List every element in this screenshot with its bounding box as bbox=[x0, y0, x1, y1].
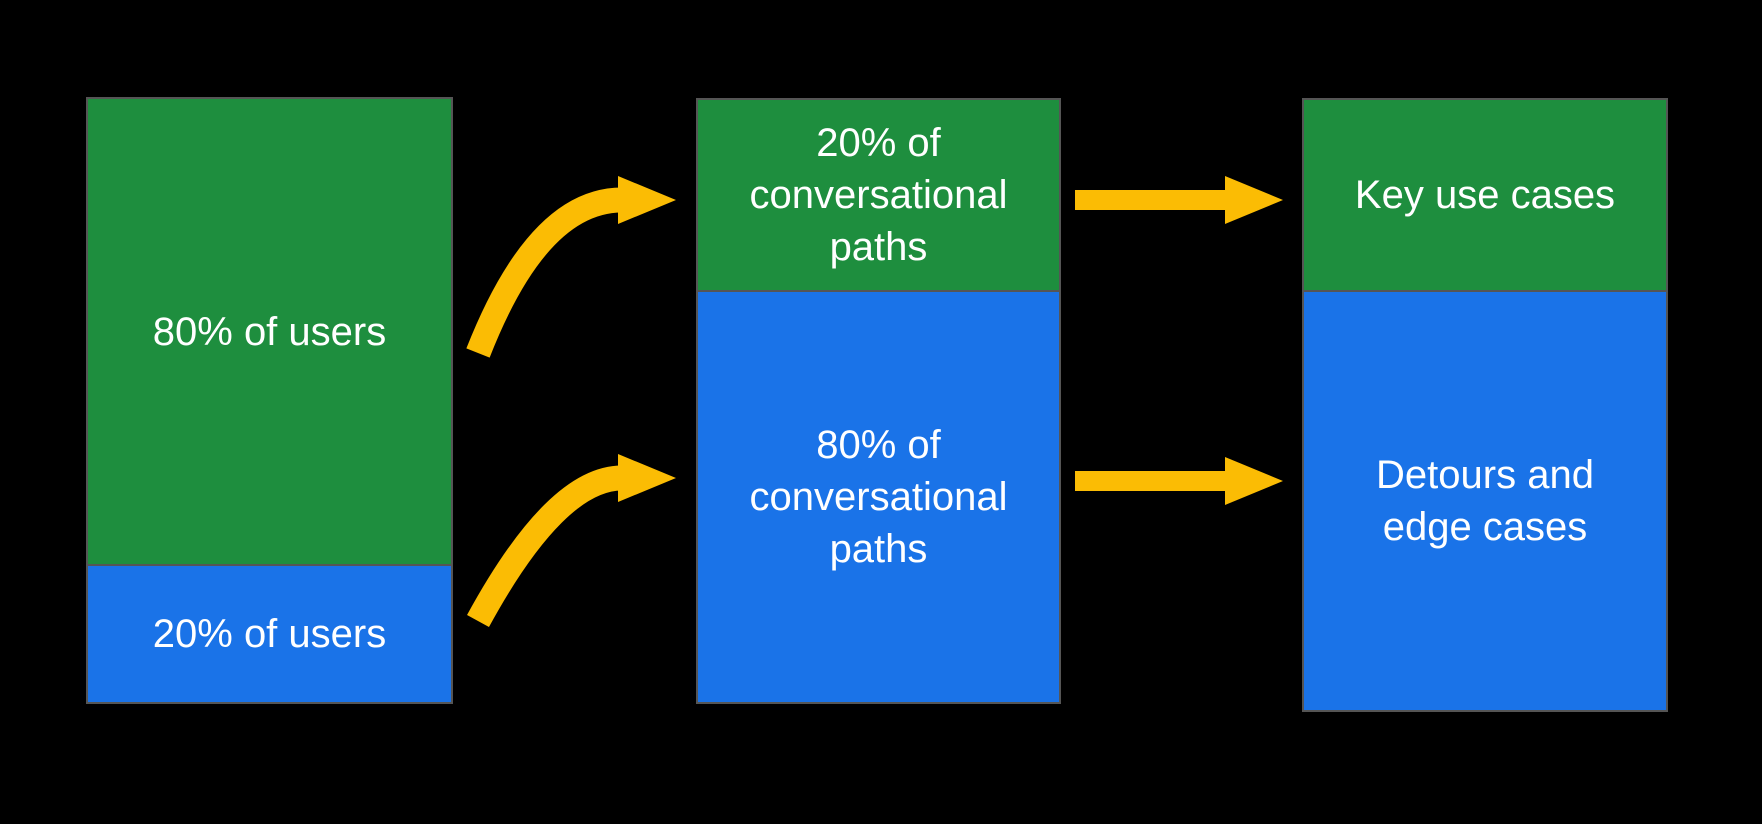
users-blue-segment: 20% of users bbox=[88, 566, 451, 702]
conversational-paths-bar: 20% of conversational paths 80% of conve… bbox=[696, 98, 1061, 704]
right-arrow-icon bbox=[1075, 176, 1283, 224]
users-bar: 80% of users 20% of users bbox=[86, 97, 453, 704]
paths-green-segment: 20% of conversational paths bbox=[698, 100, 1059, 292]
paths-blue-segment: 80% of conversational paths bbox=[698, 292, 1059, 702]
curved-right-arrow-icon bbox=[467, 454, 676, 627]
outcomes-bar: Key use cases Detours and edge cases bbox=[1302, 98, 1668, 712]
outcomes-green-segment: Key use cases bbox=[1304, 100, 1666, 292]
curved-right-arrow-icon bbox=[466, 176, 676, 358]
segment-label: 80% of users bbox=[152, 309, 387, 354]
segment-label: 20% of users bbox=[152, 612, 387, 656]
users-green-segment: 80% of users bbox=[88, 99, 451, 566]
outcomes-blue-segment: Detours and edge cases bbox=[1304, 292, 1666, 710]
segment-label: 80% of conversational paths bbox=[749, 423, 1008, 571]
segment-label: Key use cases bbox=[1354, 173, 1616, 217]
segment-label: Detours and edge cases bbox=[1376, 453, 1594, 549]
segment-label: 20% of conversational paths bbox=[749, 121, 1008, 269]
right-arrow-icon bbox=[1075, 457, 1283, 505]
